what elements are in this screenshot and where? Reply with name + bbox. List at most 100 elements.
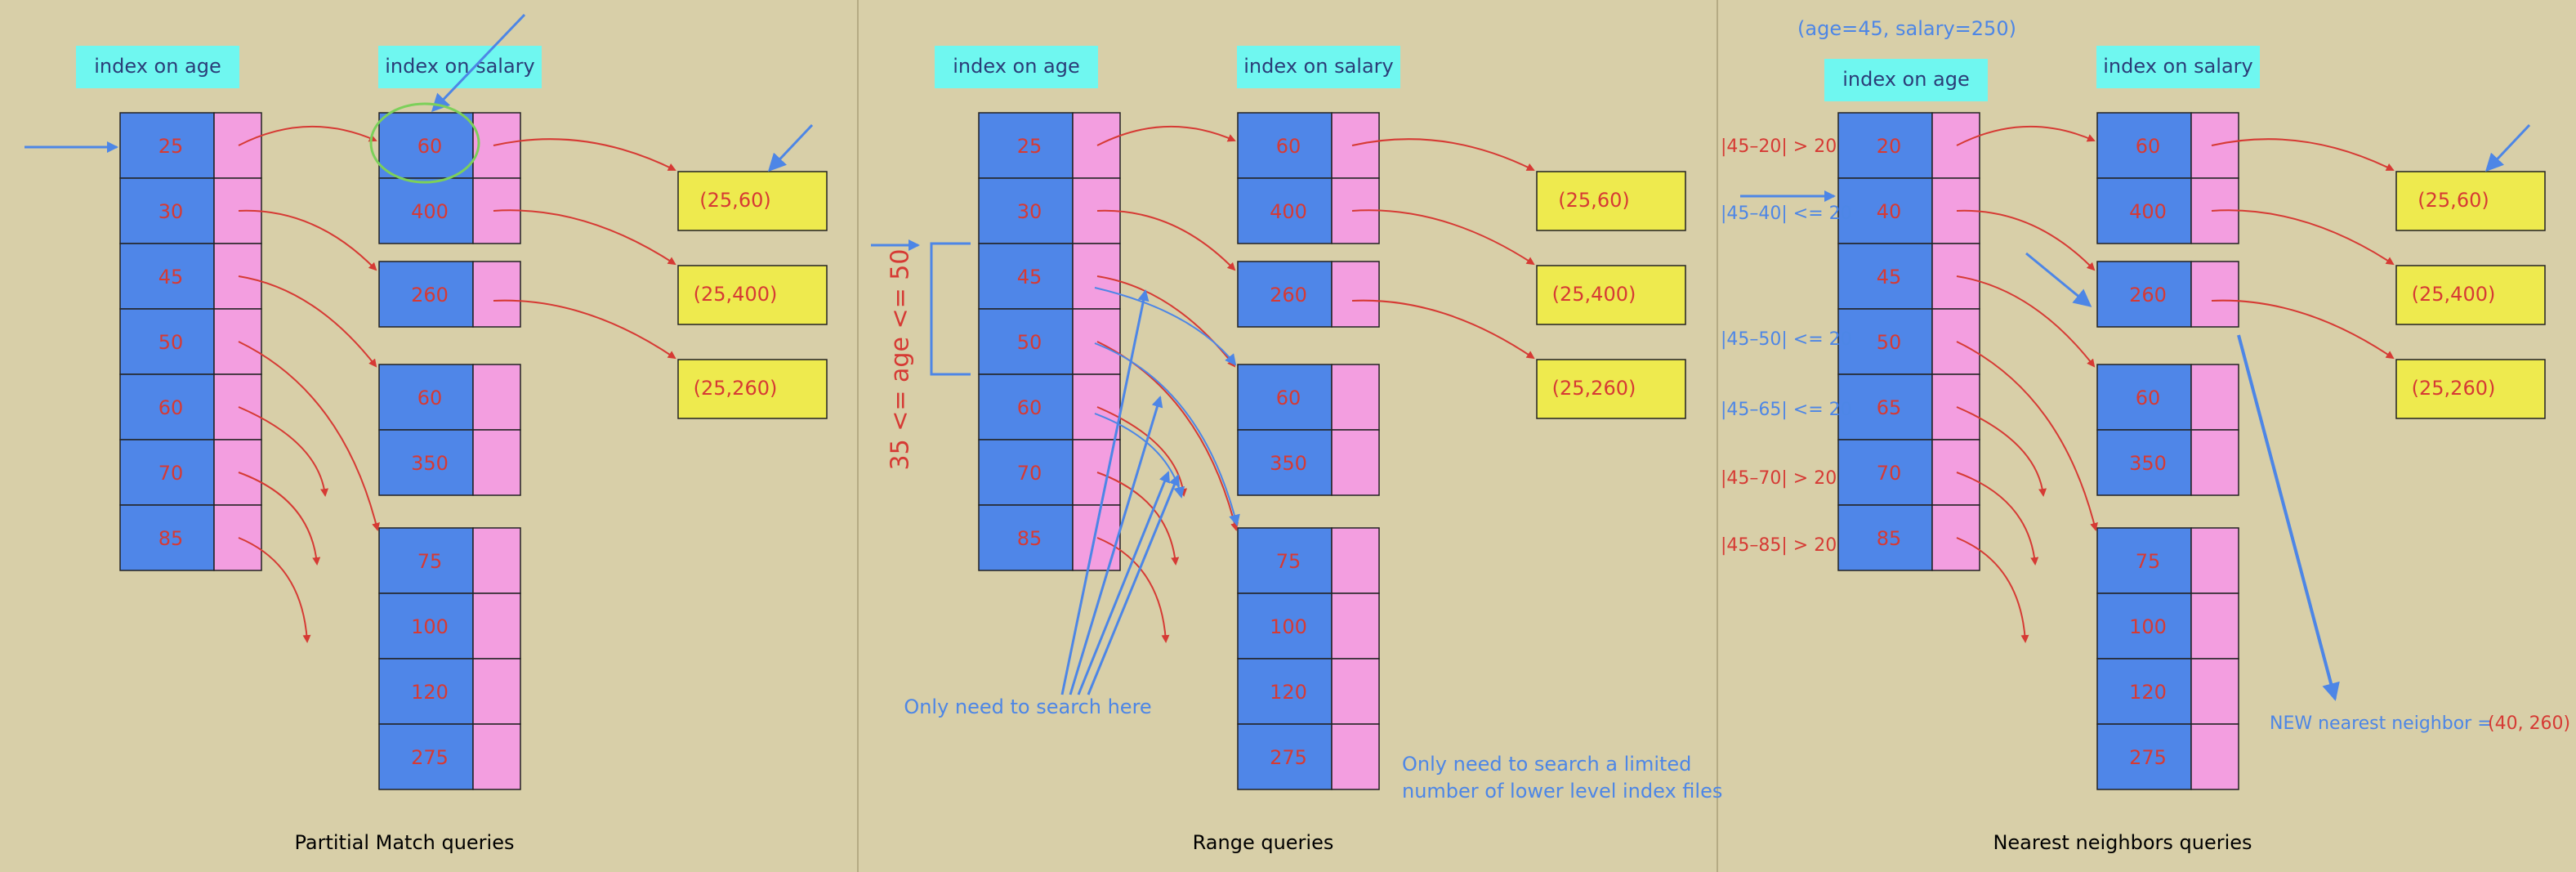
pointer-arrow — [493, 209, 676, 266]
salary-index-header-label: index on salary — [1243, 55, 1393, 78]
salary-key-cell — [378, 723, 474, 790]
age-key-value: 30 — [1017, 200, 1042, 223]
salary-key-value: 275 — [2129, 746, 2167, 769]
salary-key-cell — [1237, 593, 1333, 660]
age-key-cell — [978, 373, 1074, 440]
record-box — [677, 171, 828, 231]
salary-key-value: 400 — [411, 200, 449, 223]
nearest-neighbor-label: NEW nearest neighbor = — [2270, 713, 2493, 734]
record-box — [2395, 359, 2546, 419]
salary-pointer-cell — [1331, 364, 1380, 431]
salary-key-value: 275 — [411, 746, 449, 769]
age-index-header-label: index on age — [953, 55, 1080, 78]
age-key-value: 60 — [158, 396, 184, 419]
result-arrow — [767, 123, 814, 172]
salary-key-value: 75 — [417, 550, 443, 573]
distance-label: |45–65| <= 20 — [1721, 400, 1852, 420]
record-value: (25,400) — [694, 283, 778, 306]
pointer-arrow — [2211, 138, 2395, 171]
salary-key-value: 120 — [411, 681, 449, 704]
salary-key-value: 75 — [2136, 550, 2161, 573]
pointer-arrow — [1956, 341, 2098, 531]
pointer-arrow — [238, 341, 380, 531]
salary-key-value: 120 — [2129, 681, 2167, 704]
salary-key-cell — [378, 658, 474, 725]
age-key-cell — [119, 504, 215, 571]
age-key-value: 60 — [1017, 396, 1042, 419]
result-arrow — [2484, 123, 2531, 172]
record-value: (25,60) — [699, 189, 770, 212]
record-value: (25,400) — [1552, 283, 1636, 306]
age-key-value: 85 — [1017, 527, 1042, 550]
search-arrow — [1069, 396, 1163, 695]
record-value: (25,60) — [1558, 189, 1629, 212]
salary-key-value: 100 — [411, 615, 449, 638]
panel-caption: Nearest neighbors queries — [1993, 831, 2252, 854]
salary-pointer-cell — [472, 364, 521, 431]
salary-pointer-cell — [472, 429, 521, 496]
salary-pointer-cell — [1331, 527, 1380, 594]
age-index-header — [935, 46, 1098, 88]
age-key-value: 30 — [158, 200, 184, 223]
salary-key-value: 400 — [1270, 200, 1307, 223]
age-key-cell — [1837, 112, 1933, 179]
age-key-value: 85 — [158, 527, 184, 550]
pointer-arrow — [238, 406, 328, 497]
age-index-header — [76, 46, 239, 88]
age-pointer-cell — [1072, 112, 1121, 179]
salary-pointer-cell — [1331, 261, 1380, 328]
salary-key-value: 60 — [417, 135, 443, 158]
salary-pointer-cell — [2190, 658, 2239, 725]
salary-index-header-label: index on salary — [385, 55, 534, 78]
pointer-arrow — [238, 537, 311, 643]
salary-key-cell — [378, 527, 474, 594]
match-highlight — [369, 102, 480, 184]
age-key-value: 25 — [158, 135, 184, 158]
age-key-value: 70 — [1877, 462, 1902, 485]
age-pointer-cell — [1931, 439, 1980, 506]
pointer-arrow — [2211, 209, 2395, 266]
record-value: (25,400) — [2412, 283, 2496, 306]
salary-key-cell — [1237, 723, 1333, 790]
distance-label: |45–85| > 20 — [1721, 535, 1837, 556]
search-arrow — [1077, 471, 1170, 695]
record-box — [2395, 265, 2546, 325]
age-pointer-cell — [213, 243, 262, 310]
pointer-arrow — [1096, 209, 1236, 271]
pointer-arrow — [2211, 299, 2395, 360]
salary-pointer-cell — [472, 261, 521, 328]
pointer-arrow — [1351, 209, 1535, 266]
pointer-arrow — [1096, 537, 1170, 643]
age-key-value: 45 — [1877, 266, 1902, 288]
salary-key-value: 100 — [2129, 615, 2167, 638]
salary-index-header — [1237, 46, 1400, 88]
salary-key-value: 120 — [1270, 681, 1307, 704]
age-key-value: 25 — [1017, 135, 1042, 158]
age-key-cell — [119, 243, 215, 310]
limited-note: Only need to search a limited — [1402, 753, 1691, 776]
salary-key-cell — [1237, 364, 1333, 431]
salary-index-header — [2096, 46, 2260, 88]
salary-pointer-cell — [2190, 364, 2239, 431]
salary-pointer-cell — [1331, 429, 1380, 496]
distance-label: |45–40| <= 20 — [1721, 203, 1852, 224]
range-bracket — [930, 242, 971, 376]
age-key-cell — [1837, 504, 1933, 571]
salary-key-cell — [378, 177, 474, 244]
range-label: 35 <= age <= 50 — [886, 249, 915, 471]
search-arrow — [1087, 474, 1180, 695]
limited-note: number of lower level index files — [1402, 780, 1722, 803]
age-index-header-label: index on age — [94, 55, 221, 78]
salary-key-value: 350 — [1270, 452, 1307, 475]
panel-caption: Range queries — [1193, 831, 1334, 854]
salary-key-value: 350 — [411, 452, 449, 475]
salary-pointer-cell — [1331, 658, 1380, 725]
salary-key-cell — [2096, 112, 2192, 179]
range-pointer-arrow — [1094, 287, 1237, 366]
age-pointer-cell — [1072, 243, 1121, 310]
pointer-arrow — [1351, 138, 1535, 171]
age-key-value: 50 — [158, 331, 184, 354]
salary-key-value: 60 — [2136, 135, 2161, 158]
age-pointer-cell — [213, 308, 262, 375]
